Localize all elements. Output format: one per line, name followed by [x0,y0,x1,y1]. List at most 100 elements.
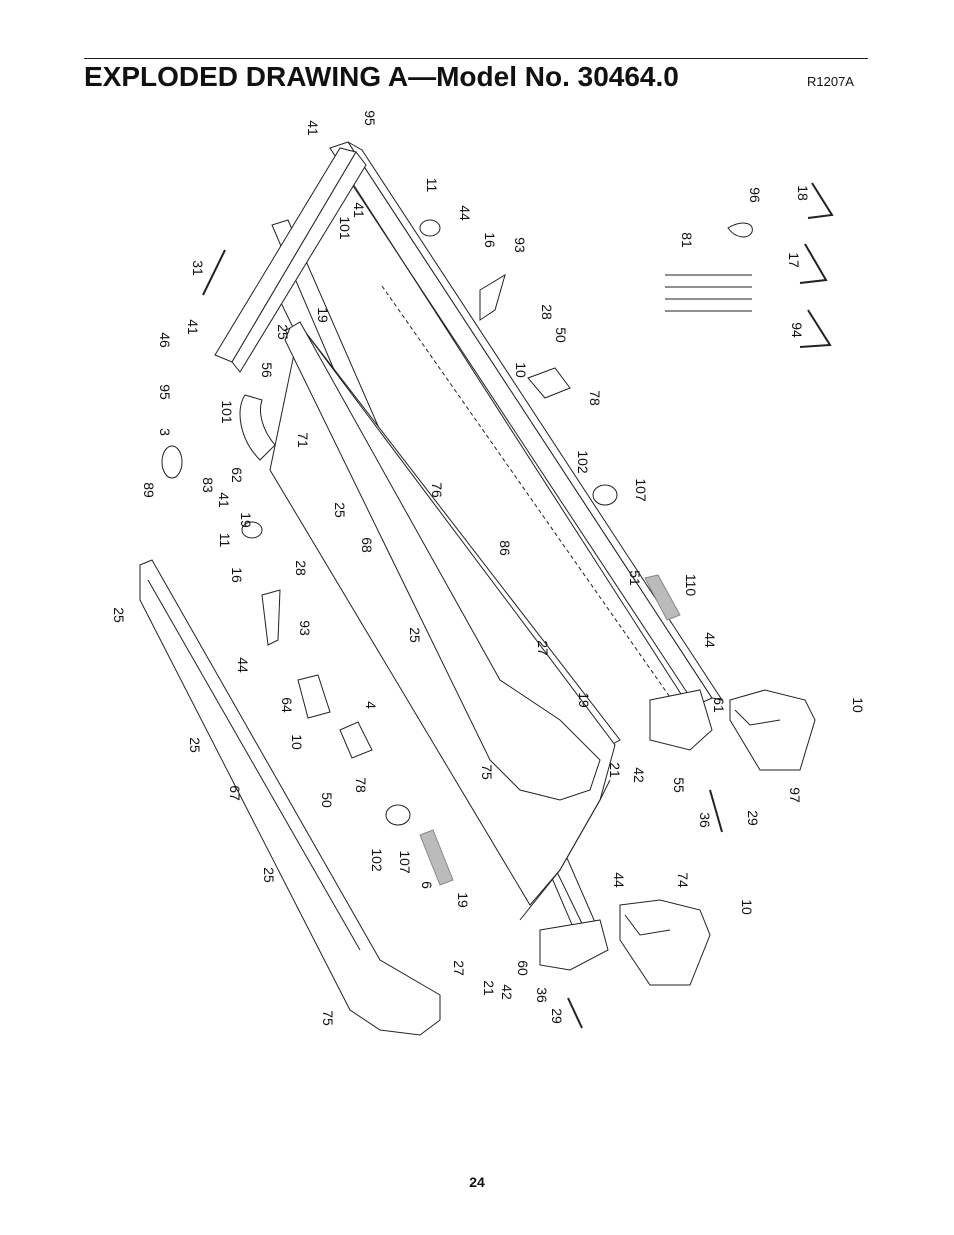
callout-78b: 78 [353,777,369,793]
callout-31: 31 [190,260,206,276]
callout-110: 110 [683,574,699,597]
callout-29a: 29 [745,810,761,826]
callout-95b: 95 [157,384,173,400]
pad-78-upper [527,367,571,399]
callout-96: 96 [747,187,763,203]
callout-93a: 93 [512,237,528,253]
callout-21a: 21 [607,762,623,778]
callout-62: 62 [229,467,245,483]
callout-36b: 36 [534,987,550,1003]
callout-50a: 50 [553,327,569,343]
callout-95a: 95 [362,110,378,126]
callout-41c: 41 [185,319,201,335]
bracket-93-lower [261,589,281,646]
bolt-31 [202,249,226,296]
wheel-upper [419,219,441,237]
pad-78-lower [339,721,373,759]
callout-25a: 25 [275,324,291,340]
callout-44d: 44 [611,872,627,888]
callout-18: 18 [795,185,811,201]
callout-44c: 44 [702,632,718,648]
callout-25d: 25 [407,627,423,643]
spacer-lower [385,804,411,826]
callout-41a: 41 [305,120,321,136]
wheel-lower [241,521,263,539]
hex-key-94 [799,309,832,348]
callout-44b: 44 [235,657,251,673]
callout-3: 3 [157,428,173,436]
callout-11b: 11 [217,533,233,548]
callout-19c: 19 [576,692,592,708]
callout-71: 71 [295,432,311,448]
rear-cover-left [619,899,711,986]
tape-110 [644,574,681,621]
callout-68: 68 [359,537,375,553]
key-96 [727,222,753,238]
callout-56: 56 [259,362,275,378]
callout-61: 61 [711,697,727,713]
callout-25b: 25 [332,502,348,518]
callout-41d: 41 [216,492,232,508]
callout-41b: 41 [351,202,367,218]
callout-50b: 50 [319,792,335,808]
callout-17: 17 [786,252,802,268]
wire-ties [665,274,752,312]
callout-107a: 107 [633,478,649,502]
callout-75a: 75 [479,764,495,780]
callout-42b: 42 [499,984,515,1000]
spacer-upper [592,484,618,506]
plate-64 [297,674,331,719]
hex-key-17 [799,243,828,284]
callout-16b: 16 [229,567,245,583]
callout-11a: 11 [424,178,440,193]
callout-81: 81 [679,232,695,248]
left-footrail [139,559,441,1036]
tape-6 [419,829,454,886]
callout-93b: 93 [297,620,313,636]
right-footrail [284,321,601,801]
page-number: 24 [469,1174,485,1190]
callout-74: 74 [675,872,691,888]
callout-21b: 21 [481,980,497,996]
callout-10b: 10 [289,734,305,750]
callout-102a: 102 [575,450,591,474]
rear-cover-right [729,689,816,771]
page-title: EXPLODED DRAWING A—Model No. 30464.0 [84,61,679,92]
callout-25f: 25 [261,867,277,883]
callout-36a: 36 [697,812,713,828]
callout-6: 6 [419,881,435,889]
callout-46: 46 [157,332,173,348]
callout-94: 94 [789,322,805,338]
callout-10d: 10 [739,899,755,915]
callout-83: 83 [200,477,216,493]
callout-64: 64 [279,697,295,713]
header-rule [84,58,868,59]
callout-25c: 25 [111,607,127,623]
callout-89: 89 [141,482,157,498]
callout-97: 97 [787,787,803,803]
drawing-code: R1207A [807,74,854,89]
hex-key-18 [807,182,834,219]
callout-27a: 27 [535,640,551,656]
callout-67: 67 [227,785,243,801]
callout-86: 86 [497,540,513,556]
callout-60: 60 [515,960,531,976]
callout-10c: 10 [850,697,866,713]
callout-102b: 102 [369,848,385,872]
callout-16a: 16 [482,232,498,248]
callout-19d: 19 [455,892,471,908]
callout-19a: 19 [315,307,331,323]
callout-44a: 44 [457,205,473,221]
callout-19b: 19 [238,512,254,528]
bolt-29-lower [567,997,583,1029]
drive-belt [239,394,276,461]
frame-crossbar [214,147,367,373]
callout-76: 76 [429,482,445,498]
bolt-29-upper [709,789,723,833]
callout-55: 55 [671,777,687,793]
callout-27b: 27 [451,960,467,976]
callout-101a: 101 [337,216,353,240]
callout-29b: 29 [549,1008,565,1024]
